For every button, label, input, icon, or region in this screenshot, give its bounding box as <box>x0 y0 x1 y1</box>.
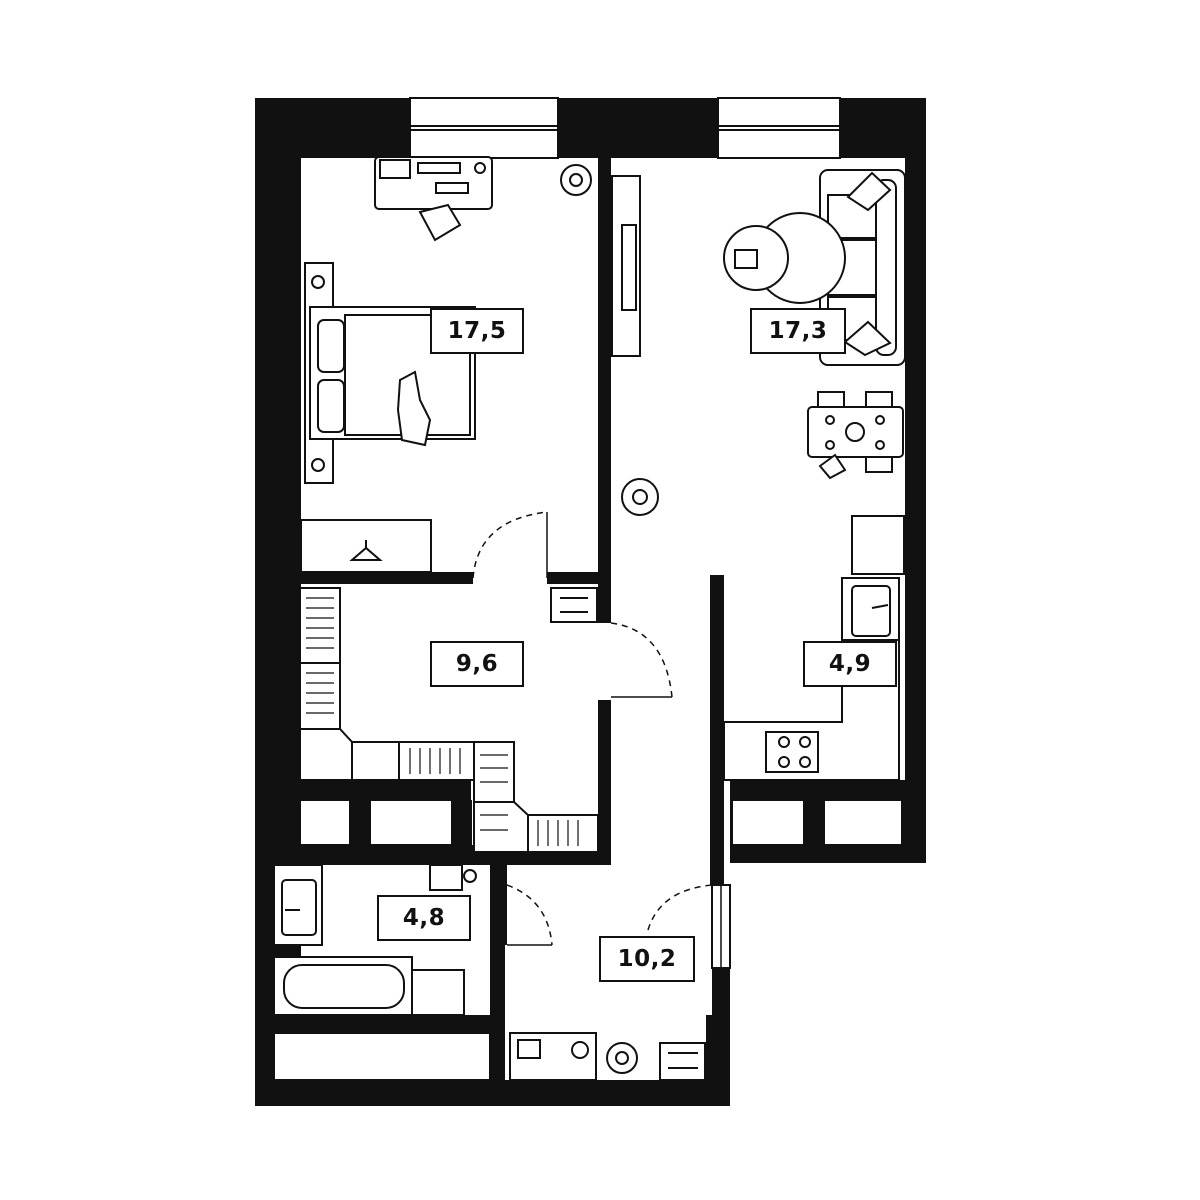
bathtub-icon <box>273 956 413 1016</box>
door-swing-icon <box>472 511 713 946</box>
room-area-bathroom: 4,8 <box>377 895 471 941</box>
fridge-icon <box>851 515 905 575</box>
walls <box>255 98 926 1106</box>
sink-icon <box>841 577 900 641</box>
toilet-icon <box>429 864 477 891</box>
dining-table-icon <box>807 391 904 480</box>
room-area-living: 17,3 <box>750 308 846 354</box>
ventilation-shaft-icon <box>550 587 706 1081</box>
wardrobe-icon <box>300 519 432 573</box>
room-area-bedroom: 17,5 <box>430 308 524 354</box>
desk-icon <box>374 156 493 210</box>
niches <box>273 799 903 1081</box>
room-area-wardrobe-hall: 9,6 <box>430 641 524 687</box>
plant-icon <box>560 164 659 1074</box>
room-area-entrance-hall: 10,2 <box>599 936 695 982</box>
stove-icon <box>765 731 819 773</box>
tv-icon <box>611 175 641 357</box>
room-area-kitchen: 4,9 <box>803 641 897 687</box>
chair-icon <box>418 203 462 242</box>
coffee-table-icon <box>723 212 846 304</box>
window-icon <box>409 97 841 159</box>
washing-machine-icon <box>411 969 465 1016</box>
bench-icon <box>509 1032 597 1081</box>
entrance-door <box>711 884 731 969</box>
shelf-hatching <box>306 597 579 846</box>
sink-icon-bath <box>273 864 323 946</box>
bed-icon <box>304 262 476 484</box>
